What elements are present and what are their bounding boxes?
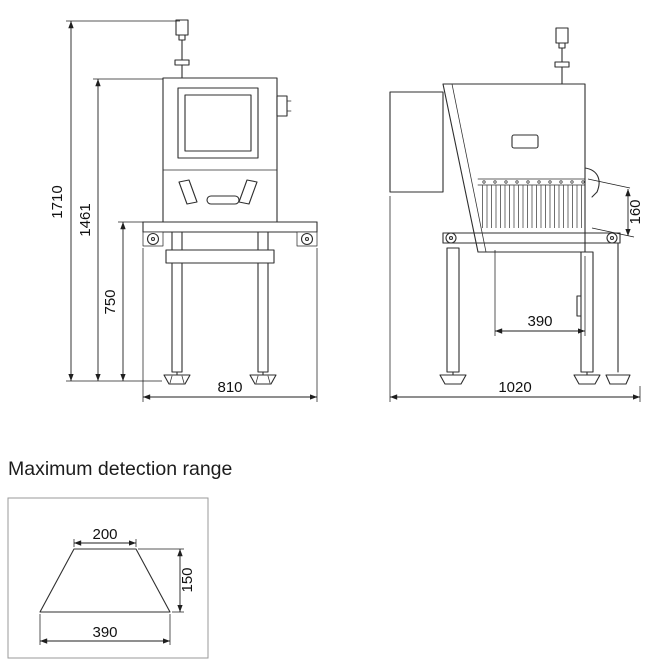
cross-rail xyxy=(165,249,275,264)
dim-overall-length: 1020 xyxy=(498,379,531,396)
dim-belt-height: 750 xyxy=(102,289,119,314)
dim-curtain-height: 160 xyxy=(627,199,644,224)
dim-detection-bottom: 390 xyxy=(92,624,117,641)
dim-overall-height: 1710 xyxy=(49,185,66,218)
detection-trapezoid xyxy=(39,548,171,613)
side-beacon xyxy=(554,27,570,85)
side-curtain xyxy=(477,178,586,228)
side-conveyor xyxy=(442,232,621,244)
dim-overall-width: 810 xyxy=(217,379,242,396)
roller-right xyxy=(300,232,314,246)
beacon-light-side xyxy=(555,27,569,44)
foot-right xyxy=(249,374,277,385)
front-beacon xyxy=(174,19,190,79)
roller-outfeed xyxy=(606,232,618,244)
latch-hook xyxy=(584,167,600,198)
front-dimensions: 1710 1461 750 810 xyxy=(49,20,318,402)
label-plate xyxy=(511,134,539,149)
side-foot-outfeed xyxy=(605,374,631,385)
side-back-cabinet xyxy=(389,91,444,193)
detection-range-title: Maximum detection range xyxy=(8,458,233,480)
detection-range-box xyxy=(7,497,209,659)
dim-cabinet-height: 1461 xyxy=(77,203,94,236)
front-view: 1710 1461 750 810 xyxy=(49,19,318,402)
side-foot-left xyxy=(439,374,467,385)
roller-infeed xyxy=(445,232,457,244)
front-cabinet xyxy=(162,77,292,223)
side-leg-left xyxy=(446,247,460,373)
side-switch-box xyxy=(276,95,288,117)
dim-detection-top: 200 xyxy=(92,526,117,543)
dim-detection-height: 150 xyxy=(179,567,196,592)
side-dimensions: 160 390 1020 xyxy=(389,178,644,402)
front-slot xyxy=(206,195,240,205)
dim-inspection-width: 390 xyxy=(527,313,552,330)
front-frame xyxy=(163,231,277,385)
side-foot-right xyxy=(573,374,601,385)
side-view: 160 390 1020 xyxy=(389,27,644,402)
front-conveyor xyxy=(142,221,318,247)
roller-left xyxy=(146,232,160,246)
detection-range-figure: 200 390 150 xyxy=(7,497,209,659)
beacon-light xyxy=(175,19,189,36)
side-frame xyxy=(439,242,631,385)
foot-left xyxy=(163,374,191,385)
door-handle-left xyxy=(178,179,198,205)
side-leg-right xyxy=(580,251,594,373)
lead-curtain-strips xyxy=(479,185,585,228)
detection-dimensions: 200 390 150 xyxy=(39,526,196,645)
monitor-screen xyxy=(184,94,252,152)
